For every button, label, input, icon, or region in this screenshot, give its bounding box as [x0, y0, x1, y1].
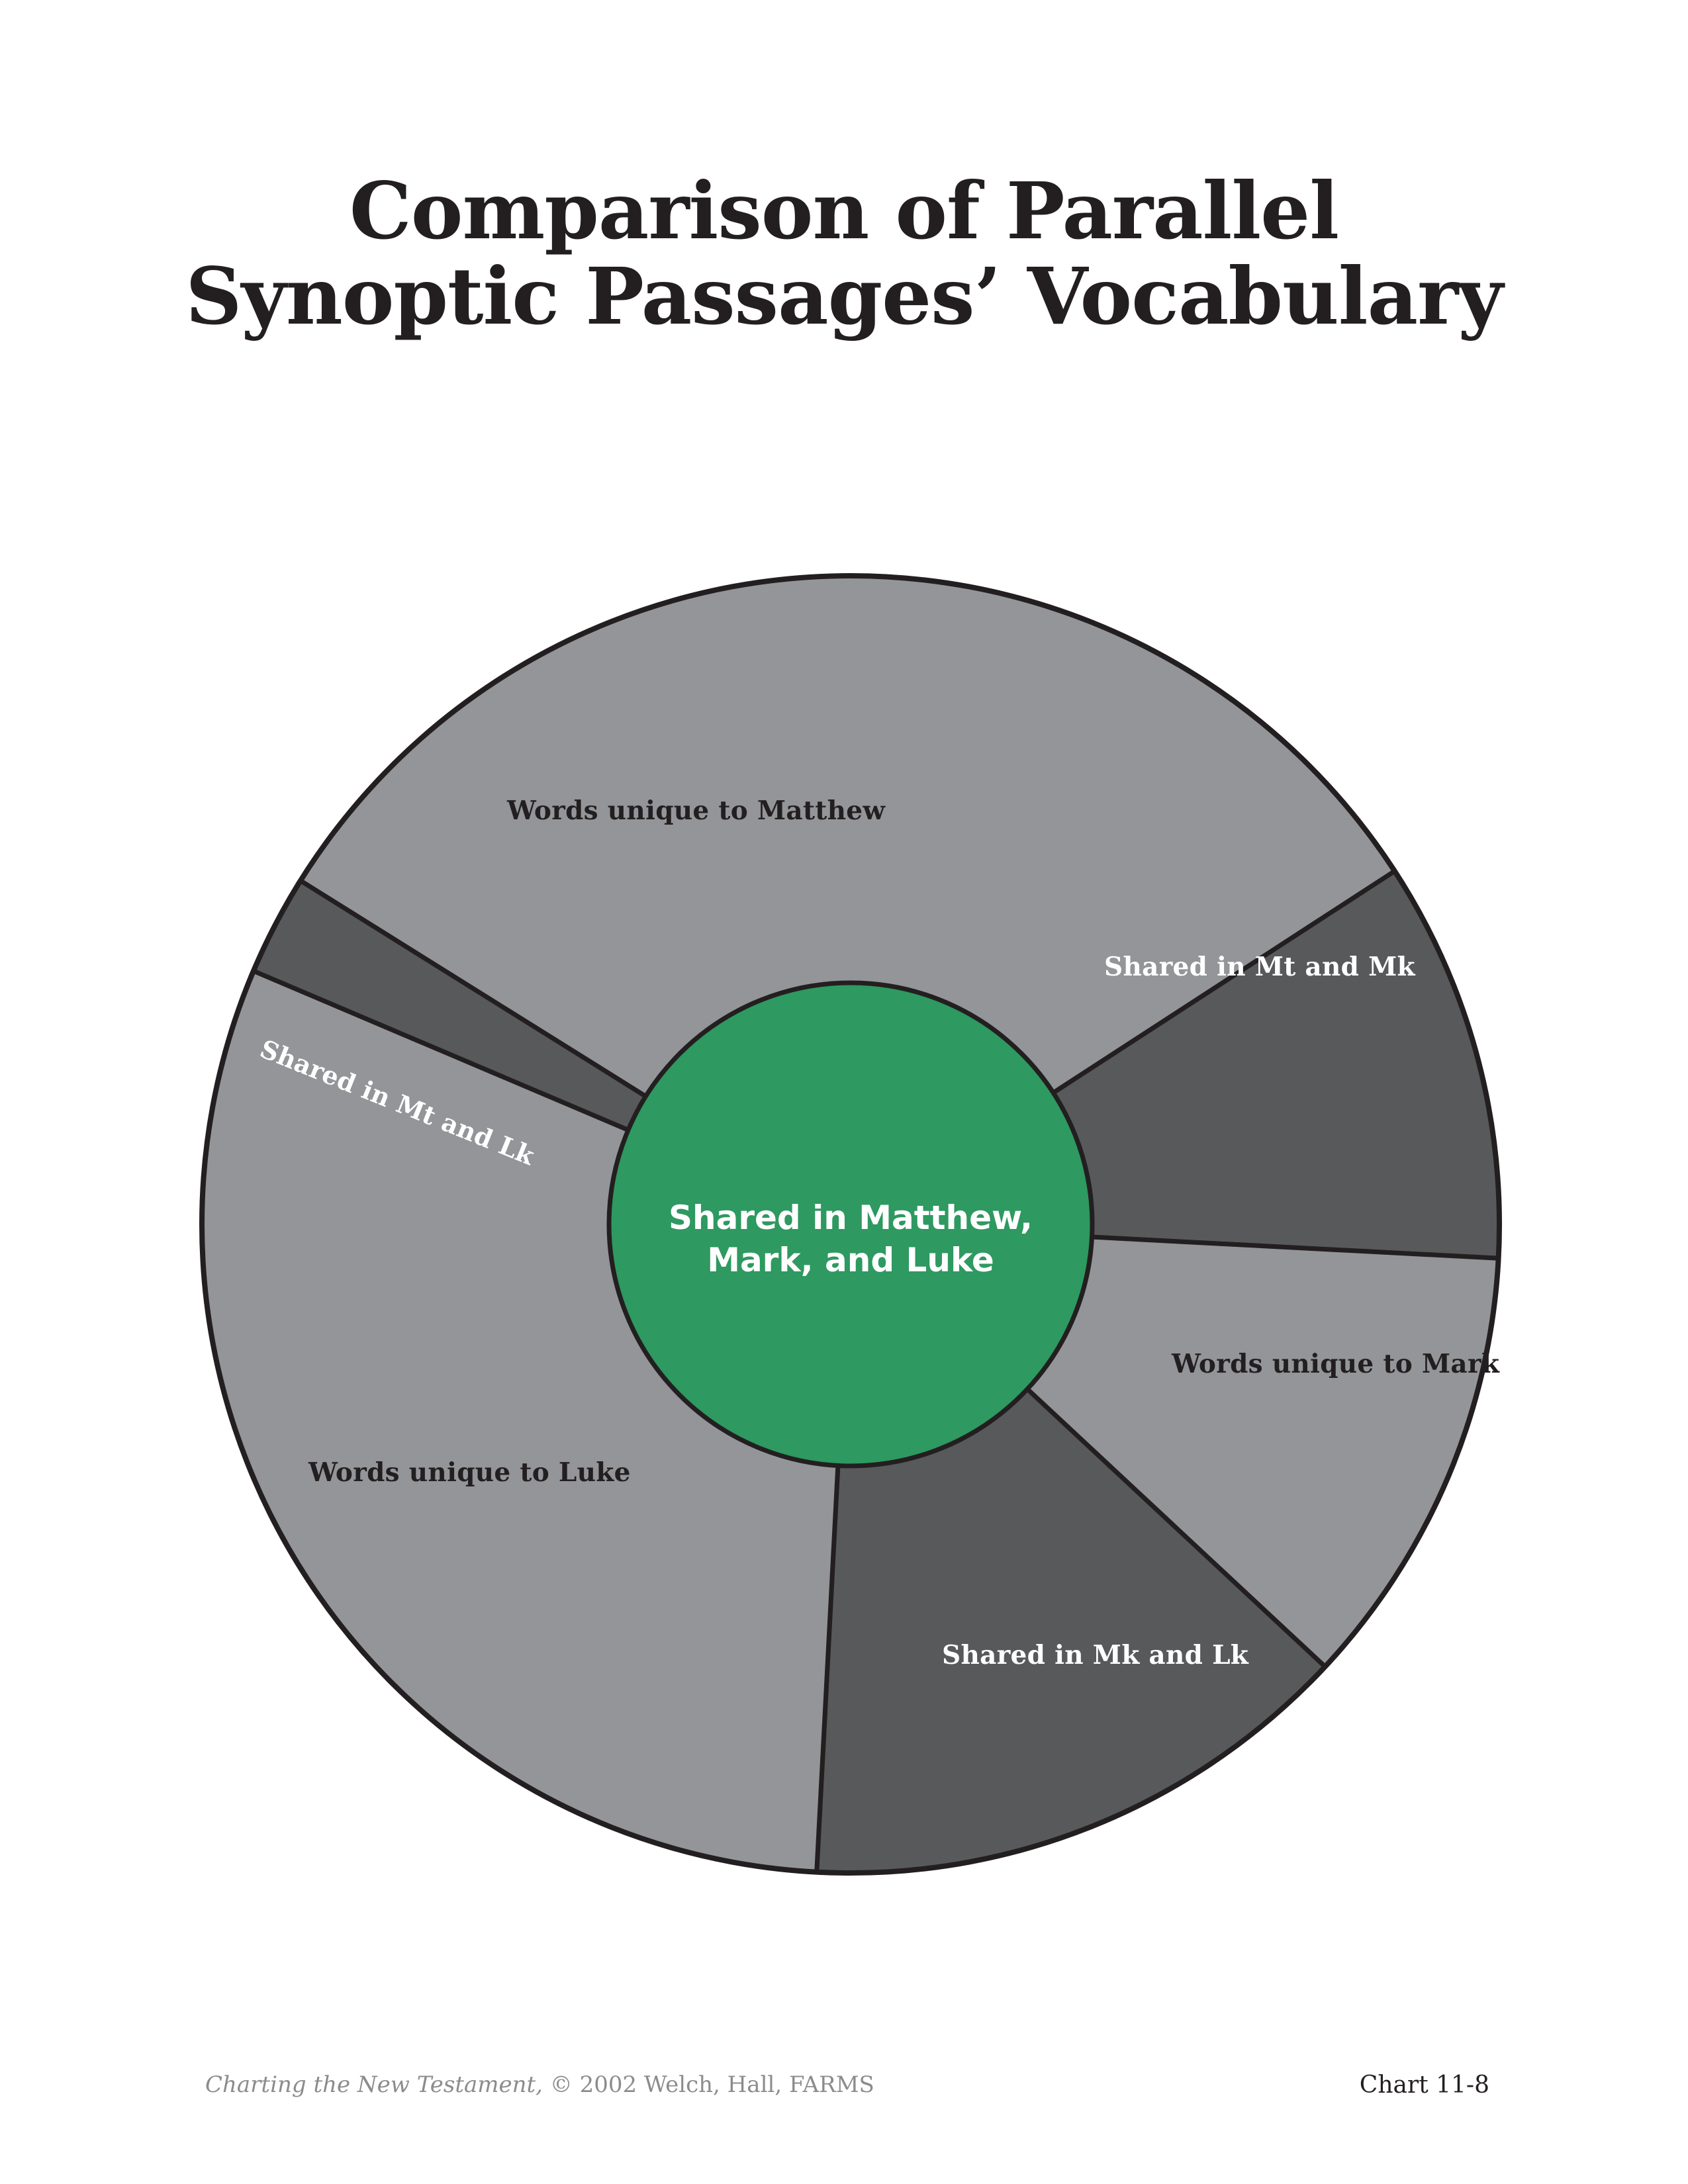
footer-citation-rest: © 2002 Welch, Hall, FARMS — [542, 2071, 874, 2098]
pie-center-label-line-2: Mark, and Luke — [707, 1241, 994, 1279]
footer-chart-number: Chart 11-8 — [1359, 2071, 1489, 2099]
slice-label-words-unique-to-luke: Words unique to Luke — [308, 1457, 631, 1488]
page-title-line-1: Comparison of Parallel — [349, 165, 1339, 257]
page-title: Comparison of Parallel Synoptic Passages… — [0, 165, 1688, 342]
page-title-line-2: Synoptic Passages’ Vocabulary — [185, 250, 1503, 342]
slice-label-shared-in-mt-and-mk: Shared in Mt and Mk — [1104, 952, 1415, 982]
footer-citation: Charting the New Testament, © 2002 Welch… — [205, 2071, 874, 2098]
pie-center-label-line-1: Shared in Matthew, — [668, 1199, 1033, 1237]
slice-label-words-unique-to-mark: Words unique to Mark — [1172, 1349, 1500, 1379]
footer-citation-title: Charting the New Testament, — [205, 2071, 543, 2098]
slice-label-words-unique-to-matthew: Words unique to Matthew — [507, 796, 886, 826]
pie-center-label: Shared in Matthew, Mark, and Luke — [586, 1197, 1115, 1281]
pie-outer-rim — [199, 573, 1502, 1876]
pie-center-circle — [606, 980, 1095, 1469]
slice-label-shared-in-mk-and-lk: Shared in Mk and Lk — [942, 1640, 1249, 1670]
page-footer: Charting the New Testament, © 2002 Welch… — [0, 2071, 1688, 2111]
